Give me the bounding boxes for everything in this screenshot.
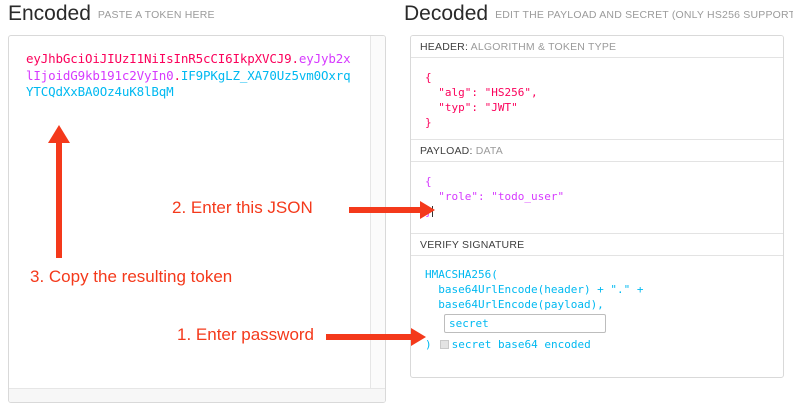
header-section-label: HEADER: (420, 41, 469, 53)
encoded-column-heading: Encoded PASTE A TOKEN HERE (8, 2, 215, 26)
token-signature-segment: IF9PKgLZ_XA70Uz5vm0OxrqYTCQdXxBA0Oz4uK8l… (26, 67, 351, 100)
arrow-head (48, 125, 70, 143)
annotation-step-2: 2. Enter this JSON (172, 198, 313, 217)
payload-section-title: PAYLOAD: DATA (411, 140, 783, 162)
encoded-panel-footer (9, 388, 385, 402)
hmac-line-3: base64UrlEncode(payload), (425, 298, 604, 311)
encoded-scrollbar[interactable] (370, 36, 385, 402)
verify-signature-editor: HMACSHA256( base64UrlEncode(header) + ".… (411, 256, 783, 362)
signature-section-title: VERIFY SIGNATURE (411, 234, 783, 256)
arrow-shaft (56, 141, 62, 258)
payload-json-editor[interactable]: { "role": "todo_user" } (411, 162, 783, 234)
decoded-title: Decoded (404, 2, 489, 25)
encoded-subtitle: PASTE A TOKEN HERE (97, 9, 215, 21)
signature-section-label: VERIFY SIGNATURE (420, 239, 525, 251)
token-dot-2: . (173, 67, 182, 83)
token-dot-1: . (291, 51, 300, 66)
base64-encoded-row[interactable]: ) secret base64 encoded (425, 337, 783, 352)
arrow-shaft (349, 207, 420, 213)
decoded-column-heading: Decoded EDIT THE PAYLOAD AND SECRET (ONLY… (404, 2, 793, 26)
arrow-shaft (326, 334, 411, 340)
decoded-subtitle: EDIT THE PAYLOAD AND SECRET (ONLY HS256 … (495, 9, 793, 21)
encoded-token-textarea[interactable]: eyJhbGciOiJIUzI1NiIsInR5cCI6IkpXVCJ9.eyJ… (8, 35, 386, 403)
encoded-token-text[interactable]: eyJhbGciOiJIUzI1NiIsInR5cCI6IkpXVCJ9.eyJ… (26, 51, 356, 101)
payload-json-text: { "role": "todo_user" } (425, 175, 565, 218)
payload-section-sublabel: DATA (475, 145, 503, 157)
header-section-title: HEADER: ALGORITHM & TOKEN TYPE (411, 36, 783, 58)
hmac-line-2: base64UrlEncode(header) + "." + (425, 283, 644, 296)
base64-checkbox-label: secret base64 encoded (451, 338, 591, 351)
payload-section-label: PAYLOAD: (420, 145, 473, 157)
arrow-to-encoded-token (48, 125, 70, 258)
base64-checkbox[interactable] (439, 340, 449, 349)
arrow-head (420, 201, 435, 219)
hmac-line-1: HMACSHA256( (425, 268, 498, 281)
secret-input[interactable] (444, 314, 606, 333)
header-section-sublabel: ALGORITHM & TOKEN TYPE (470, 41, 617, 53)
annotation-step-1: 1. Enter password (177, 325, 315, 344)
encoded-title: Encoded (8, 2, 91, 25)
token-payload-segment: eyJyb2xlIjoidG9kb191c2VyIn0 (26, 51, 351, 83)
annotation-step-3: 3. Copy the resulting token (30, 267, 233, 286)
token-header-segment: eyJhbGciOiJIUzI1NiIsInR5cCI6IkpXVCJ9 (26, 51, 292, 66)
decoded-panel: HEADER: ALGORITHM & TOKEN TYPE { "alg": … (410, 35, 784, 378)
closing-paren: ) (425, 338, 432, 351)
arrow-head (411, 328, 426, 346)
header-json-editor[interactable]: { "alg": "HS256", "typ": "JWT" } (411, 58, 783, 140)
